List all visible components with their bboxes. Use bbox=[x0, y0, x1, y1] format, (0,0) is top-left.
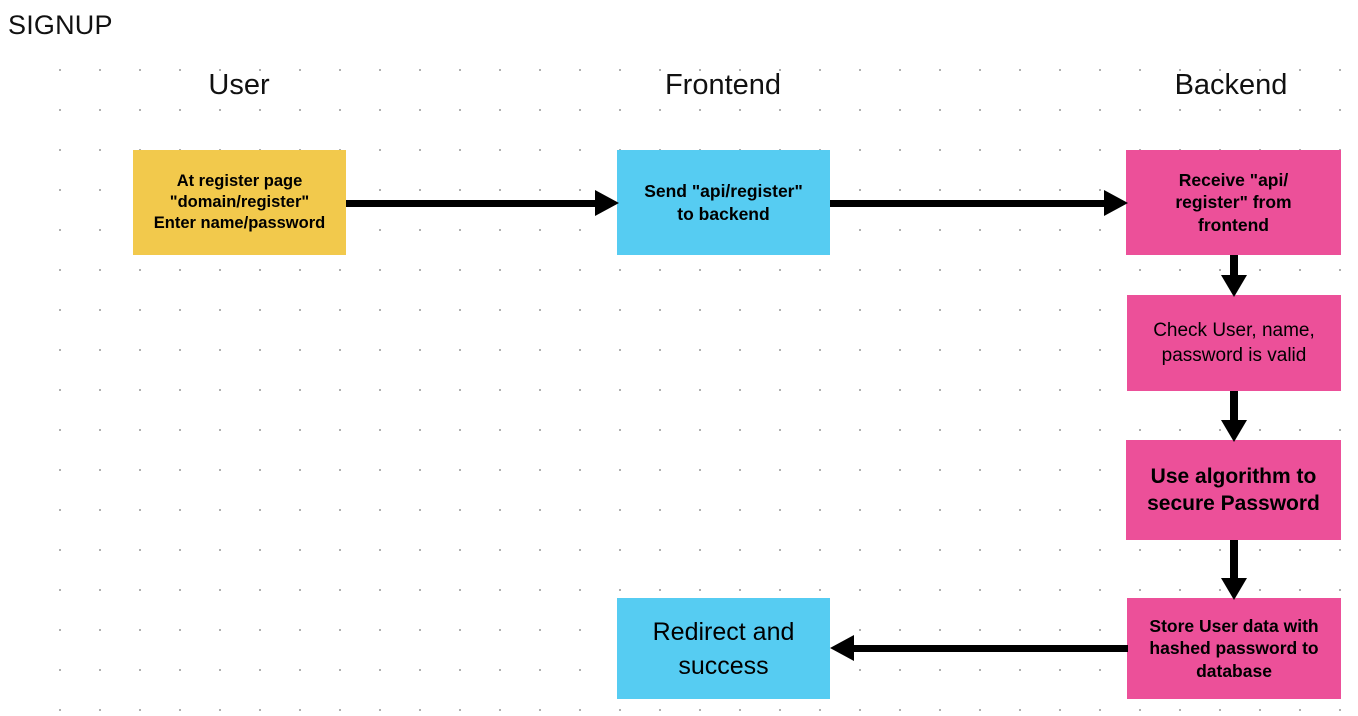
arrow-head-down bbox=[1221, 420, 1247, 442]
node-line: Redirect and bbox=[652, 617, 795, 646]
arrow-algorithm-to-store bbox=[1212, 540, 1256, 600]
arrow-shaft bbox=[1230, 255, 1238, 277]
arrow-shaft bbox=[1230, 540, 1238, 580]
node-line: secure Password bbox=[1147, 492, 1320, 515]
arrow-shaft bbox=[852, 644, 1128, 652]
node-line: Receive "api/ bbox=[1178, 169, 1289, 190]
column-header-backend: Backend bbox=[1174, 69, 1288, 101]
column-header-user: User bbox=[208, 69, 270, 101]
node-store-user-data-label: Store User data with hashed password to … bbox=[1134, 615, 1334, 683]
node-receive-api-register-label: Receive "api/ register" from frontend bbox=[1133, 169, 1334, 237]
column-header-frontend: Frontend bbox=[664, 69, 782, 101]
arrow-shaft bbox=[1230, 391, 1238, 422]
node-user-register[interactable]: At register page "domain/register" Enter… bbox=[133, 150, 346, 255]
arrow-frontend-to-backend bbox=[830, 188, 1128, 218]
node-use-algorithm-secure-password-label: Use algorithm to secure Password bbox=[1133, 463, 1334, 517]
arrow-head-right bbox=[1104, 190, 1128, 216]
node-line: to backend bbox=[677, 203, 770, 224]
node-send-api-register[interactable]: Send "api/register" to backend bbox=[617, 150, 830, 255]
node-line: Check User, name, bbox=[1153, 320, 1315, 341]
node-use-algorithm-secure-password[interactable]: Use algorithm to secure Password bbox=[1126, 440, 1341, 540]
arrow-receive-to-check bbox=[1212, 255, 1256, 297]
node-redirect-and-success-label: Redirect and success bbox=[624, 615, 823, 683]
node-line: database bbox=[1196, 660, 1272, 681]
node-line: Send "api/register" bbox=[644, 181, 803, 201]
node-line: Use algorithm to bbox=[1150, 465, 1317, 488]
node-store-user-data[interactable]: Store User data with hashed password to … bbox=[1127, 598, 1341, 699]
node-line: At register page bbox=[176, 172, 303, 190]
node-receive-api-register[interactable]: Receive "api/ register" from frontend bbox=[1126, 150, 1341, 255]
node-send-api-register-label: Send "api/register" to backend bbox=[624, 180, 823, 225]
node-check-user-valid-label: Check User, name, password is valid bbox=[1134, 318, 1334, 368]
arrow-check-to-algorithm bbox=[1212, 391, 1256, 442]
arrow-shaft bbox=[346, 199, 597, 207]
arrow-head-right bbox=[595, 190, 619, 216]
arrow-store-to-redirect bbox=[830, 633, 1128, 663]
node-line: register" from bbox=[1175, 192, 1292, 213]
arrow-head-down bbox=[1221, 578, 1247, 600]
node-line: "domain/register" bbox=[169, 193, 310, 211]
left-margin bbox=[0, 0, 22, 716]
node-line: Store User data with bbox=[1149, 615, 1319, 636]
arrow-user-to-frontend bbox=[346, 188, 619, 218]
node-line: Enter name/password bbox=[153, 214, 326, 232]
node-line: hashed password to bbox=[1149, 638, 1319, 659]
node-user-register-label: At register page "domain/register" Enter… bbox=[140, 171, 339, 234]
node-line: frontend bbox=[1198, 214, 1269, 235]
node-line: password is valid bbox=[1161, 345, 1307, 366]
node-redirect-and-success[interactable]: Redirect and success bbox=[617, 598, 830, 699]
node-line: success bbox=[678, 651, 769, 680]
arrow-head-left bbox=[830, 635, 854, 661]
node-check-user-valid[interactable]: Check User, name, password is valid bbox=[1127, 295, 1341, 391]
diagram-title: SIGNUP bbox=[8, 10, 113, 40]
top-margin bbox=[0, 0, 1358, 38]
arrow-shaft bbox=[830, 199, 1106, 207]
arrow-head-down bbox=[1221, 275, 1247, 297]
